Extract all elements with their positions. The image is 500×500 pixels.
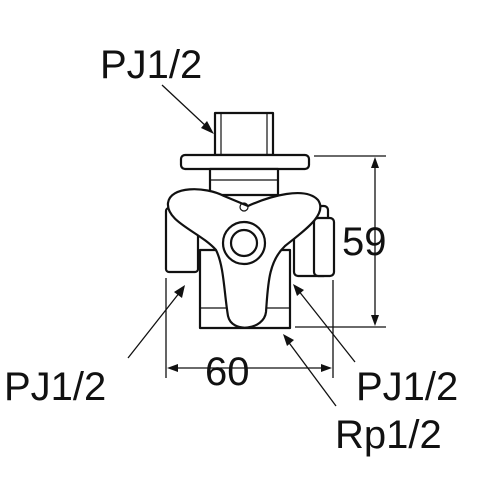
height-value: 59: [342, 220, 387, 264]
width-arrow-left: [167, 364, 178, 372]
top-port-label: PJ1/2: [100, 43, 202, 87]
height-dimension: 59: [295, 155, 387, 328]
top-pipe: [213, 111, 275, 157]
top-leader-arrow: [201, 121, 214, 134]
left-leader-arrow: [174, 285, 185, 298]
neck: [208, 167, 280, 197]
handle-screw: [229, 228, 259, 258]
right-leader: [297, 289, 356, 363]
right-leader-arrow: [293, 284, 304, 296]
bottom-leader-arrow: [283, 334, 294, 346]
handle-dot: [239, 202, 249, 212]
width-dimension: 60: [165, 278, 334, 394]
height-arrow-top: [371, 157, 379, 168]
right-port-nut: [312, 216, 336, 278]
bottom-port-label: Rp1/2: [335, 413, 442, 457]
top-leader: [161, 84, 209, 129]
left-leader: [127, 291, 181, 359]
left-port-label: PJ1/2: [4, 365, 106, 409]
width-arrow-right: [321, 364, 332, 372]
top-flange: [179, 153, 311, 171]
bottom-leader: [286, 339, 337, 407]
valve-body: [164, 111, 336, 330]
height-arrow-bottom: [371, 315, 379, 326]
width-value: 60: [205, 350, 250, 394]
leaders: [127, 84, 356, 407]
right-port-label: PJ1/2: [356, 365, 458, 409]
